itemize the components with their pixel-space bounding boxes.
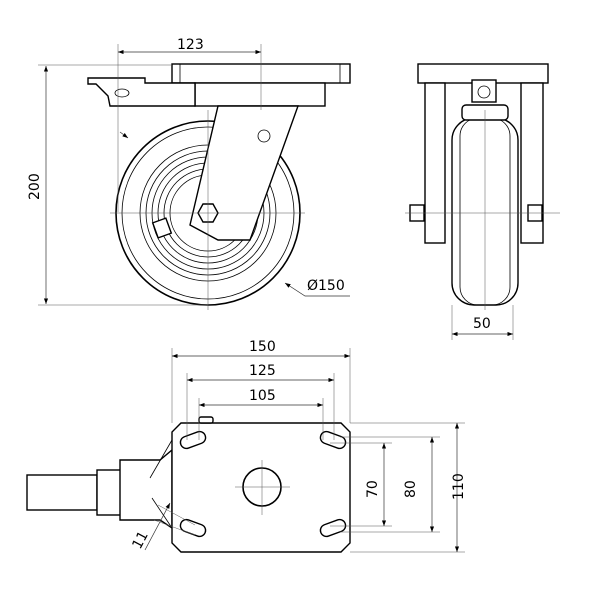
dim-hole-spacing-inner: 105: [249, 388, 276, 404]
dim-height: 200: [27, 173, 43, 200]
slot: [319, 430, 347, 450]
wheel-top-view: [26, 474, 98, 511]
front-view: 50: [405, 63, 560, 340]
fork: [189, 105, 299, 241]
dim-plate-length: 150: [249, 339, 276, 355]
dim-wheel-width: 50: [473, 316, 491, 332]
dim-bolt-slot: 11: [129, 529, 151, 552]
dim-hole-spacing-y-inner: 70: [365, 480, 381, 498]
bottom-view: 150 125 105 70 80 110 11: [26, 339, 467, 553]
brake-pad: [151, 217, 173, 239]
swivel-bearing: [194, 82, 326, 107]
fork-leg-left: [424, 82, 446, 244]
dim-hole-spacing-outer: 125: [249, 363, 276, 379]
dim-wheel-diameter: Ø150: [307, 278, 345, 294]
brake-lever: [87, 77, 196, 107]
dim-offset: 123: [177, 37, 204, 53]
slot: [319, 518, 347, 538]
mounting-plate: [171, 422, 351, 553]
dim-hole-spacing-y-outer: 80: [403, 480, 419, 498]
dim-plate-width: 110: [451, 473, 467, 500]
side-view: 123 200 Ø150: [27, 37, 351, 310]
fork-leg-right: [520, 82, 544, 244]
slot: [179, 430, 207, 450]
